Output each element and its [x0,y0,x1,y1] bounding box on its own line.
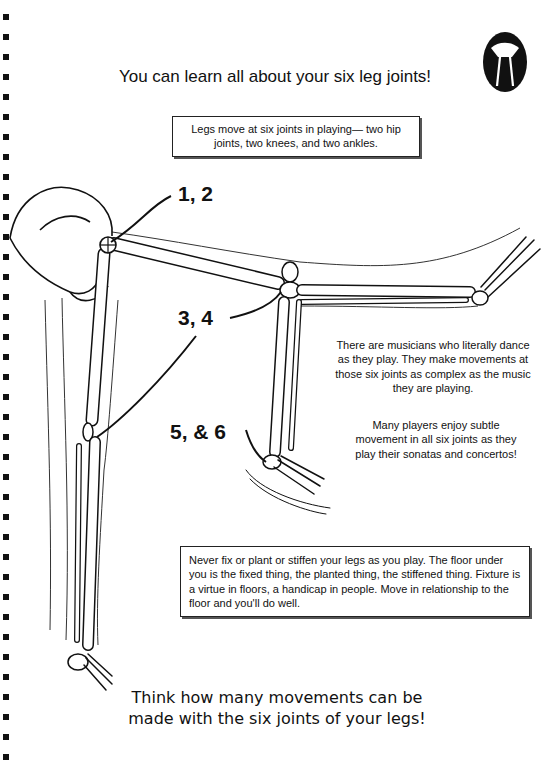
spiral-binding [3,294,9,300]
spiral-binding [3,414,9,420]
spiral-binding [3,34,9,40]
callout-number: 5, & 6 [170,418,250,445]
shin-bone [275,302,284,452]
callout-number: 3, 4 [178,304,238,331]
spiral-binding [3,334,9,340]
foot-bones [250,479,326,514]
spiral-binding [3,534,9,540]
femur-bone [92,254,104,420]
shin-bone [302,300,466,302]
spiral-binding [3,674,9,680]
spiral-binding [3,654,9,660]
femur-bone [114,244,278,283]
pelvis-bone [40,216,90,230]
spiral-binding [3,154,9,160]
spiral-binding [3,734,9,740]
spiral-binding [3,354,9,360]
spiral-binding [3,74,9,80]
spiral-binding [3,174,9,180]
spiral-binding [3,374,9,380]
spiral-binding [3,314,9,320]
spiral-binding [3,454,9,460]
spiral-binding [3,754,9,760]
spiral-binding [3,394,9,400]
spiral-binding [3,494,9,500]
spiral-binding [3,434,9,440]
body-outline [300,306,478,308]
shin-bone [77,446,79,640]
pelvis-emblem [483,32,527,92]
spiral-binding [3,614,9,620]
spiral-binding [3,274,9,280]
shin-bone [275,302,284,452]
foot-bones [246,470,330,508]
foot-bones [68,237,540,690]
spiral-binding [3,694,9,700]
foot-bones [485,240,534,290]
spiral-binding [3,214,9,220]
pelvis-emblem [483,32,527,92]
spiral-binding [3,714,9,720]
shin-bone [291,302,299,448]
femur-bone [114,244,278,283]
spiral-binding [3,554,9,560]
box-text: Legs move at six joints in playing— two … [183,122,409,151]
spiral-binding [3,574,9,580]
shin-bone [88,442,95,645]
pelvis-emblem [510,57,513,86]
foot-bones [281,456,324,479]
body-outline [62,298,67,640]
spiral-binding [3,14,9,760]
pelvis-bone [10,187,112,238]
spiral-binding [3,14,9,20]
note-text: Many players enjoy subtle movement in al… [352,418,520,461]
spiral-binding [3,114,9,120]
femur-bone [92,254,104,420]
hip-joint [107,237,108,253]
page-caption: Think how many movements can be made wit… [112,688,442,730]
spiral-binding [3,254,9,260]
shin-bone [302,290,470,292]
leader-line [111,196,171,242]
leader-line [246,430,266,462]
foot-bones [84,665,106,690]
shin-bone [88,442,95,645]
shin-bone [302,290,470,292]
foot-bones [481,237,526,287]
knee-cap [282,262,298,282]
pelvis-emblem [497,57,500,86]
shin-bone [291,302,299,448]
box-text: Never fix or plant or stiffen your legs … [189,553,521,610]
page-title: You can learn all about your six leg joi… [60,66,490,88]
spiral-binding [3,94,9,100]
pelvis-emblem [491,43,519,57]
spiral-binding [3,594,9,600]
body-outline [45,300,51,630]
text-box: Legs move at six joints in playing— two … [172,116,420,157]
body-outline [300,228,520,266]
spiral-binding [3,134,9,140]
spiral-binding [3,634,9,640]
foot-bones [488,249,540,297]
shin-bone [302,300,466,302]
spiral-binding [3,54,9,60]
foot-bones [88,654,112,676]
text-box: Never fix or plant or stiffen your legs … [180,546,530,617]
spiral-binding [3,474,9,480]
femur-bone [92,244,278,420]
leader-line [230,292,281,318]
knee-cap [83,262,300,441]
foot-bones [68,654,88,670]
shin-bone [77,446,79,640]
leader-line [97,196,281,462]
spiral-binding [3,514,9,520]
spiral-binding [3,194,9,200]
foot-bones [472,291,488,305]
pelvis-bone [10,238,100,294]
note-text: There are musicians who literally dance … [332,338,534,395]
spiral-binding [3,234,9,240]
callout-number: 1, 2 [178,180,238,207]
